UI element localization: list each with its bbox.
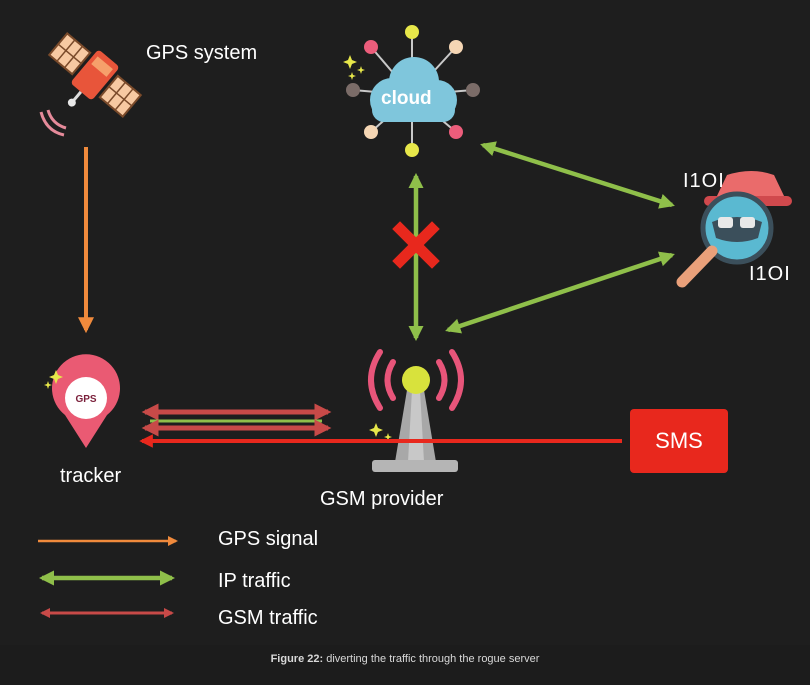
diagram-svg: cloud GPS <box>38 25 792 619</box>
location-pin-icon: GPS <box>52 354 121 448</box>
spy-icon <box>676 171 792 288</box>
satellite-icon <box>47 32 143 118</box>
gsm-provider-label: GSM provider <box>320 488 444 510</box>
figure-caption: Figure 22: diverting the traffic through… <box>0 653 810 665</box>
block-x-icon <box>392 221 440 269</box>
ip-arrow-cloud-spy <box>480 141 675 209</box>
bits-label-bottom: I1OI <box>749 263 791 285</box>
ip-arrow-gsm-spy <box>445 251 675 334</box>
cloud-icon: cloud <box>346 25 480 157</box>
caption-text: diverting the traffic through the rogue … <box>323 653 540 665</box>
caption-label: Figure 22: <box>270 653 324 665</box>
tracker-label: tracker <box>60 465 122 487</box>
legend-gsm-label: GSM traffic <box>218 607 318 629</box>
tracker-badge: GPS <box>75 394 96 405</box>
antenna-icon <box>368 349 464 472</box>
gps-system-label: GPS system <box>146 42 258 64</box>
cloud-label: cloud <box>381 88 432 109</box>
legend-ip-label: IP traffic <box>218 570 291 592</box>
legend-gps-label: GPS signal <box>218 528 319 550</box>
sms-box: SMS <box>630 409 728 473</box>
diagram-canvas: cloud GPS <box>38 25 792 629</box>
bits-label-top: I1OI <box>683 170 725 192</box>
sms-label: SMS <box>655 428 703 453</box>
